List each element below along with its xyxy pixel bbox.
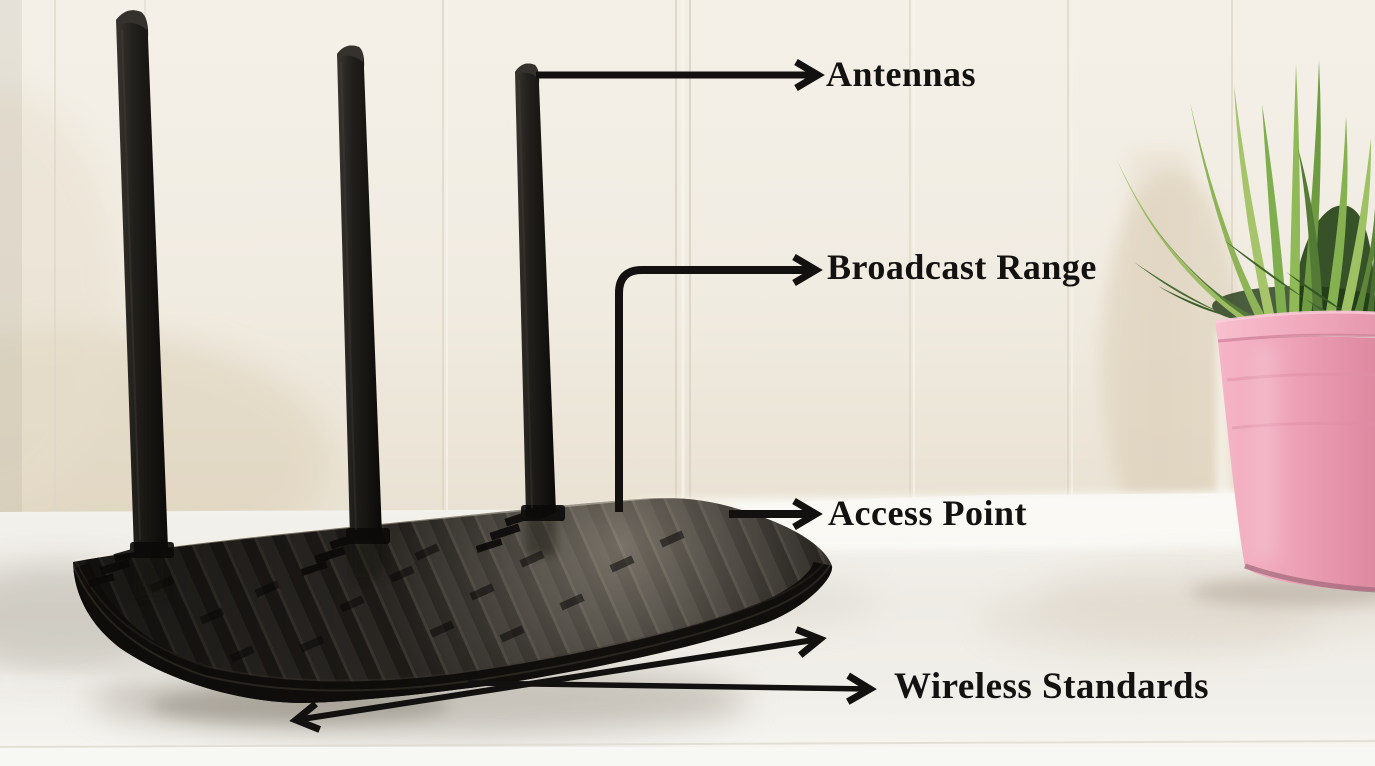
antenna-3 bbox=[515, 63, 556, 519]
table-front-edge bbox=[0, 747, 1375, 766]
grass-blades bbox=[1116, 60, 1375, 322]
antenna-1 bbox=[116, 10, 168, 556]
antenna-2 bbox=[337, 45, 382, 541]
plant-pot bbox=[1190, 310, 1375, 607]
arrow-span-double bbox=[289, 626, 827, 733]
arrow-broadcast-range bbox=[615, 253, 823, 512]
label-broadcast-range: Broadcast Range bbox=[827, 247, 1097, 287]
router-antennas bbox=[87, 10, 565, 588]
annotation-arrows bbox=[289, 58, 877, 733]
label-antennas: Antennas bbox=[826, 54, 977, 94]
label-access-point: Access Point bbox=[828, 493, 1027, 533]
router-back-edge-highlight bbox=[74, 496, 753, 561]
label-wireless-standards: Wireless Standards bbox=[894, 666, 1209, 707]
antenna-hinges bbox=[87, 505, 565, 588]
